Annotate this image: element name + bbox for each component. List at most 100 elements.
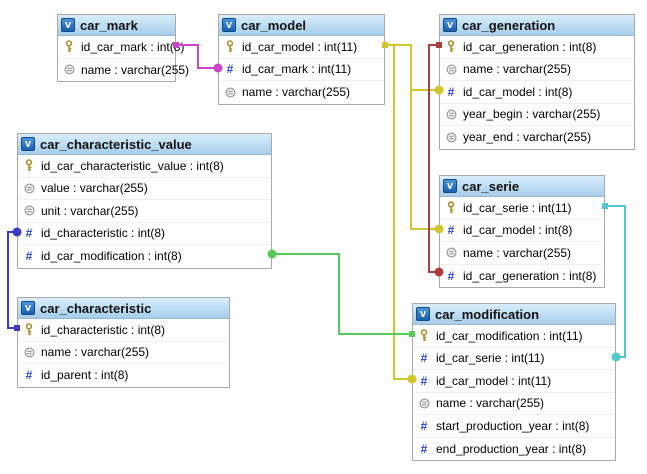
field-row[interactable]: id_car_mark : int(8): [58, 36, 184, 59]
numeric-field-icon: #: [420, 441, 428, 456]
column-icon: [23, 205, 35, 216]
primary-key-icon: [22, 159, 36, 173]
table-car-model[interactable]: v car_model id_car_model : int(11) #id_car_…: [218, 14, 385, 105]
table-icon[interactable]: v: [443, 18, 457, 32]
field-row[interactable]: # id_car_model : int(11): [413, 370, 615, 393]
field-text: id_car_serie : int(11): [463, 200, 572, 215]
field-text: id_characteristic : int(8): [41, 322, 166, 337]
column-icon: [22, 345, 36, 359]
field-row[interactable]: # id_car_modification : int(8): [18, 245, 271, 268]
field-row[interactable]: id_car_serie : int(11): [440, 197, 604, 220]
numeric-field-icon: #: [25, 249, 33, 264]
table-title: car_mark: [80, 17, 138, 33]
table-icon[interactable]: v: [21, 301, 35, 315]
field-row[interactable]: # start_production_year : int(8): [413, 415, 615, 438]
field-row[interactable]: name : varchar(255): [18, 342, 229, 364]
wire-fk-car-characteristic-value-id-car-modification: [272, 253, 412, 335]
field-row[interactable]: unit : varchar(255): [18, 200, 271, 223]
numeric-field-icon: #: [420, 418, 428, 433]
wire-fk-car-generation-id-car-model: [385, 44, 439, 91]
table-title: car_characteristic_value: [40, 136, 192, 152]
numeric-field-icon: #: [420, 373, 428, 388]
table-header[interactable]: v car_characteristic_value: [18, 134, 271, 155]
table-icon[interactable]: v: [416, 307, 430, 321]
field-row[interactable]: year_end : varchar(255): [440, 126, 634, 149]
field-row[interactable]: #id_car_mark : int(11): [219, 59, 384, 81]
field-row[interactable]: name : varchar(255): [440, 242, 604, 265]
numeric-field-icon: #: [420, 351, 428, 366]
field-text: id_car_modification : int(8): [41, 249, 182, 264]
table-icon[interactable]: v: [443, 179, 457, 193]
primary-key-icon: [447, 40, 455, 53]
column-icon: [445, 132, 457, 143]
primary-key-icon: [417, 329, 431, 343]
field-row[interactable]: id_characteristic : int(8): [18, 319, 229, 342]
primary-key-icon: [226, 40, 234, 53]
field-text: id_car_mark : int(11): [242, 62, 352, 77]
field-row[interactable]: id_car_characteristic_value : int(8): [18, 155, 271, 178]
field-row[interactable]: id_car_model : int(11): [219, 36, 384, 59]
field-row[interactable]: #id_characteristic : int(8): [18, 223, 271, 245]
field-text: id_car_model : int(11): [242, 39, 358, 54]
table-icon[interactable]: v: [61, 18, 75, 32]
numeric-field-icon: #: [25, 368, 33, 383]
field-row[interactable]: name : varchar(255): [219, 81, 384, 104]
table-header[interactable]: v car_characteristic: [18, 298, 229, 319]
field-text: name : varchar(255): [41, 345, 150, 360]
field-row[interactable]: # id_car_model : int(8): [440, 81, 634, 104]
field-text: id_car_model : int(11): [436, 373, 552, 388]
field-row[interactable]: name : varchar(255): [58, 59, 189, 82]
column-icon: [444, 246, 458, 260]
field-row[interactable]: value : varchar(255): [18, 178, 271, 200]
field-row[interactable]: #end_production_year : int(8): [413, 438, 615, 461]
table-car-characteristic[interactable]: v car_characteristic id_characteristic : i…: [17, 297, 230, 388]
field-text: id_characteristic : int(8): [41, 226, 166, 241]
field-row[interactable]: year_begin : varchar(255): [440, 104, 634, 126]
field-text: id_car_mark : int(8): [81, 39, 185, 54]
field-row[interactable]: # id_parent : int(8): [18, 364, 229, 387]
field-text: name : varchar(255): [463, 62, 572, 77]
field-text: id_car_generation : int(8): [463, 39, 597, 54]
table-car-characteristic-value[interactable]: v car_characteristic_value id_car_characte…: [17, 133, 272, 269]
field-text: id_car_model : int(8): [463, 84, 573, 99]
table-title: car_model: [241, 17, 307, 33]
table-icon[interactable]: v: [21, 137, 35, 151]
field-text: id_parent : int(8): [41, 368, 129, 383]
field-text: id_car_serie : int(11): [436, 351, 545, 366]
field-row[interactable]: id_car_modification : int(11): [413, 325, 615, 348]
column-icon: [62, 63, 76, 77]
field-row[interactable]: name : varchar(255): [440, 59, 634, 81]
table-icon[interactable]: v: [222, 18, 236, 32]
column-icon: [417, 396, 431, 410]
column-icon: [445, 64, 457, 75]
field-row[interactable]: # id_car_serie : int(11): [413, 348, 615, 370]
field-row[interactable]: #id_car_model : int(8): [440, 220, 604, 242]
numeric-field-icon: #: [447, 84, 455, 99]
field-text: start_production_year : int(8): [436, 418, 590, 433]
column-icon: [22, 181, 36, 195]
field-row[interactable]: name : varchar(255): [413, 393, 615, 415]
table-title: car_characteristic: [40, 300, 152, 316]
field-row[interactable]: #id_car_generation : int(8): [440, 265, 604, 288]
field-text: name : varchar(255): [81, 62, 190, 77]
column-icon: [445, 247, 457, 258]
table-car-mark[interactable]: v car_mark id_car_mark : int(8) name : varc…: [57, 14, 189, 82]
field-text: value : varchar(255): [41, 181, 148, 196]
field-text: id_car_generation : int(8): [463, 268, 597, 283]
field-text: name : varchar(255): [436, 396, 545, 411]
primary-key-icon: [65, 40, 73, 53]
table-header[interactable]: v car_mark: [58, 15, 175, 36]
column-icon: [418, 398, 430, 409]
primary-key-icon: [25, 323, 33, 336]
column-icon: [22, 204, 36, 218]
table-header[interactable]: v car_model: [219, 15, 384, 36]
field-text: year_begin : varchar(255): [463, 107, 601, 122]
field-row[interactable]: id_car_generation : int(8): [440, 36, 634, 59]
